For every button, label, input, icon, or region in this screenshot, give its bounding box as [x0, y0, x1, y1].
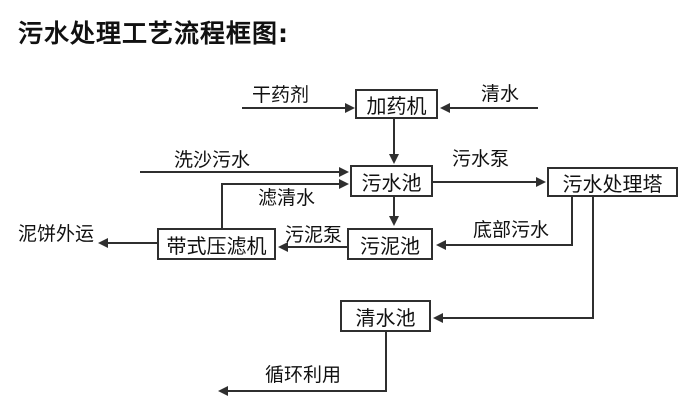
label-filtered-water: 滤清水: [258, 187, 316, 209]
edge-recycle-hline: [228, 390, 387, 392]
edge-mud-cake-line: [108, 242, 157, 244]
node-clean-water-pool: 清水池: [340, 300, 431, 332]
node-treatment-tower: 污水处理塔: [547, 167, 678, 197]
edge-dry-chemical-line: [242, 107, 345, 109]
edge-dosing-to-sewage-line: [393, 119, 395, 154]
edge-bottom-sewage-hline: [446, 244, 573, 246]
edge-clean-water-line: [450, 107, 538, 109]
node-sewage-pool-label: 污水池: [361, 170, 422, 195]
node-dosing-machine-label: 加药机: [366, 93, 427, 118]
arrowhead-mud-cake: [98, 238, 108, 248]
label-bottom-sewage: 底部污水: [473, 219, 550, 241]
node-belt-filter-press: 带式压滤机: [157, 228, 276, 260]
page-title: 污水处理工艺流程框图:: [18, 19, 289, 48]
arrowhead-sand-washing: [339, 167, 349, 177]
edge-filtered-water-hline: [221, 183, 339, 185]
label-sand-washing-sewage: 洗沙污水: [174, 149, 251, 171]
arrowhead-dosing-to-sewage: [389, 154, 399, 164]
label-sewage-pump: 污水泵: [452, 148, 510, 170]
edge-recycle-vline: [385, 332, 387, 392]
arrowhead-filtered-water: [339, 179, 349, 189]
arrowhead-sludge-pump: [278, 242, 288, 252]
node-belt-filter-press-label: 带式压滤机: [166, 233, 267, 258]
node-treatment-tower-label: 污水处理塔: [562, 171, 663, 196]
label-mud-cake-out: 泥饼外运: [18, 223, 95, 245]
edge-sludge-pump-line: [288, 246, 347, 248]
edge-bottom-sewage-vline: [571, 197, 573, 246]
node-sewage-pool: 污水池: [350, 165, 433, 197]
arrowhead-sewage-to-sludge: [389, 216, 399, 226]
label-clean-water: 清水: [481, 83, 520, 105]
arrowhead-tower-to-clean: [433, 313, 443, 323]
arrowhead-clean-water: [440, 103, 450, 113]
edge-tower-to-clean-hline: [443, 317, 594, 319]
arrowhead-bottom-sewage: [436, 240, 446, 250]
label-sludge-pump: 污泥泵: [285, 224, 343, 246]
edge-filtered-water-vline: [221, 183, 223, 228]
node-sludge-pool-label: 污泥池: [360, 233, 420, 258]
edge-sewage-pump-line: [433, 181, 536, 183]
node-dosing-machine: 加药机: [355, 89, 438, 119]
node-sludge-pool: 污泥池: [347, 228, 433, 260]
edge-tower-to-clean-vline: [592, 197, 594, 319]
edge-sewage-to-sludge-line: [393, 197, 395, 216]
label-recycle: 循环利用: [265, 364, 342, 386]
node-clean-water-pool-label: 清水池: [355, 305, 416, 330]
arrowhead-dry-chemical: [345, 103, 355, 113]
arrowhead-sewage-pump: [536, 177, 546, 187]
edge-sand-washing-line: [140, 171, 339, 173]
arrowhead-recycle: [218, 386, 228, 396]
label-dry-chemical: 干药剂: [252, 84, 310, 106]
